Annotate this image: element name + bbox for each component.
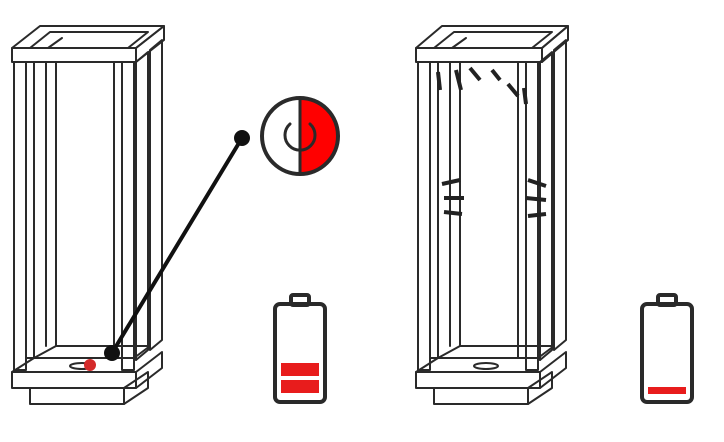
lantern-left-top-frame xyxy=(11,25,165,63)
lantern-left-button-dot[interactable] xyxy=(84,359,96,371)
battery-left-bar-1 xyxy=(281,380,319,393)
battery-right-bar-1 xyxy=(648,387,686,394)
power-button-red-half xyxy=(300,98,338,174)
power-button-callout xyxy=(260,96,340,176)
lantern-left-posts xyxy=(13,39,163,371)
lantern-right-posts xyxy=(417,39,567,371)
lantern-right-top-frame xyxy=(415,25,569,63)
lantern-right-base xyxy=(415,345,567,405)
flicker-light-icon xyxy=(436,66,547,218)
callout-pointer xyxy=(104,130,250,361)
battery-icon-left xyxy=(273,293,327,404)
lantern-left xyxy=(11,25,165,405)
battery-left-bar-2 xyxy=(281,363,319,376)
power-icon xyxy=(283,112,317,152)
battery-icon-right xyxy=(640,293,694,404)
lantern-right xyxy=(415,25,569,405)
lantern-left-base xyxy=(11,345,163,405)
